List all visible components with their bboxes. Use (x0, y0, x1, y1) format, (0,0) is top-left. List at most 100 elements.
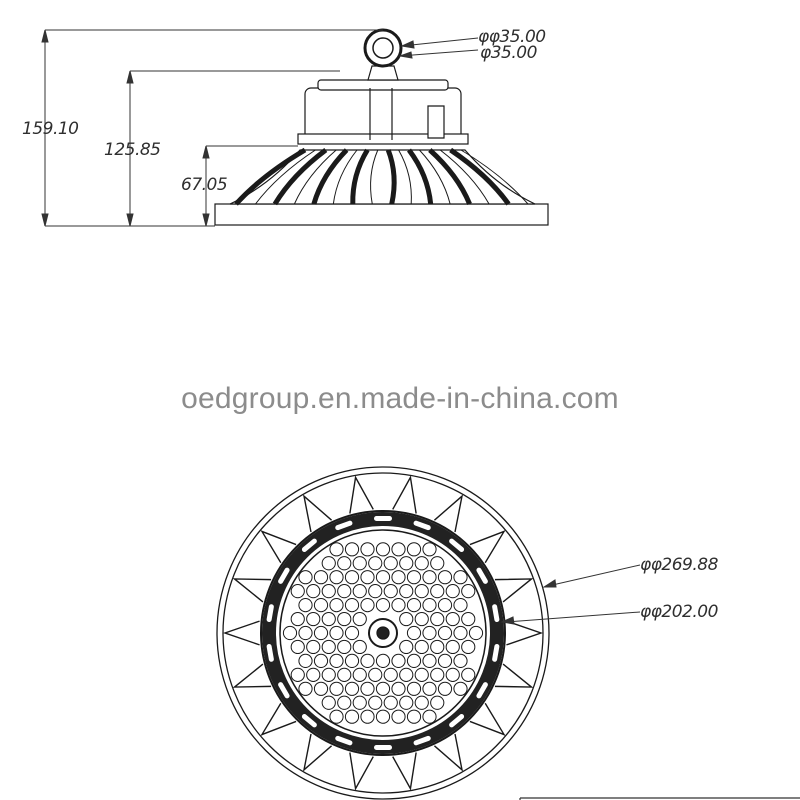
lens-slot-opening (449, 538, 465, 552)
ring-neck (367, 65, 399, 81)
led-lens (375, 542, 391, 557)
heatsink-height-label: 67.05 (181, 175, 227, 195)
led-lens (375, 681, 391, 696)
led-lens (360, 653, 375, 669)
heatsink-fins (229, 149, 536, 205)
led-lens (360, 709, 375, 724)
heatsink-spikes (222, 475, 544, 791)
led-lens (368, 584, 383, 599)
heatsink-spike (392, 475, 417, 514)
led-lens (414, 695, 429, 710)
led-lens (321, 611, 336, 627)
led-lens (306, 667, 321, 682)
led-lens (430, 611, 445, 627)
led-lens (290, 639, 305, 655)
led-lens (337, 667, 352, 682)
led-lens (406, 625, 422, 641)
led-lens (437, 681, 453, 696)
led-lens (399, 556, 414, 571)
led-lens (337, 695, 352, 710)
led-lens (321, 556, 336, 571)
diameter-leaders (500, 564, 641, 625)
heatsink-spike (260, 702, 297, 736)
led-lens (391, 542, 406, 557)
lens-slot-opening (413, 735, 431, 746)
led-lens (445, 611, 460, 627)
heatsink-fin (439, 149, 490, 205)
led-lens (422, 681, 437, 696)
lens-slot (449, 714, 465, 728)
body-height-label: 125.85 (104, 140, 160, 160)
led-lens (399, 667, 414, 682)
led-lens (399, 584, 414, 599)
led-lens (313, 570, 329, 585)
led-lens (391, 598, 406, 613)
heatsink-spike (302, 733, 333, 772)
led-lens (391, 681, 406, 696)
lens-slot-opening (492, 604, 500, 623)
led-lens (344, 653, 360, 669)
led-lens (329, 542, 344, 557)
heatsink-fin (350, 148, 370, 205)
led-lens (461, 639, 476, 655)
lens-slot (301, 538, 317, 552)
led-lens (352, 639, 367, 655)
led-lens (399, 611, 414, 627)
heatsink-fin (398, 149, 412, 205)
heatsink-fin (385, 149, 397, 205)
led-lens (383, 695, 398, 710)
outer-diameter-label: φφ269.88 (640, 555, 719, 575)
led-lens (352, 584, 367, 599)
led-lens (321, 667, 336, 682)
led-lens (414, 611, 429, 627)
lens-slot (278, 567, 290, 584)
lens-slot (413, 520, 431, 531)
led-lens (290, 584, 305, 599)
heatsink-fin (234, 147, 307, 206)
heatsink-fin (449, 147, 511, 206)
side-view-drawing (214, 28, 549, 226)
led-lens (422, 709, 437, 724)
led-lens (414, 639, 429, 655)
heatsink-spike (433, 733, 464, 772)
heatsink-spike (232, 578, 272, 603)
led-lens (422, 625, 437, 641)
led-lens (406, 653, 422, 669)
lens-slot-opening (413, 520, 431, 531)
led-lens (461, 611, 476, 627)
lens-slot (476, 682, 488, 699)
lens-slot-opening (266, 643, 274, 662)
led-array (282, 542, 484, 724)
led-lens (453, 598, 468, 613)
led-lens (313, 653, 329, 669)
led-lens (321, 639, 336, 655)
lens-slot (413, 735, 431, 746)
led-lens (368, 695, 383, 710)
led-lens (406, 681, 422, 696)
led-lens (329, 570, 344, 585)
bottom-view-drawing (216, 466, 550, 800)
lens-slot (492, 643, 500, 662)
led-lens (375, 653, 391, 669)
heatsink-spike (494, 663, 534, 688)
led-lens (422, 653, 437, 669)
led-lens (298, 681, 313, 696)
led-lens (306, 639, 321, 655)
overall-height-label: 159.10 (22, 119, 78, 139)
heatsink-spike (349, 752, 374, 791)
led-lens (399, 639, 414, 655)
lens-ring-inner (279, 529, 487, 737)
heatsink-fin (255, 149, 316, 205)
led-lens (430, 556, 445, 571)
heatsink-spike (433, 494, 464, 533)
lens-slot-opening (374, 745, 392, 750)
led-lens (344, 681, 360, 696)
heatsink-spike (349, 475, 374, 514)
led-lens (360, 598, 375, 613)
led-lens (445, 639, 460, 655)
ring-inner-diameter-label: φ35.00 (480, 43, 537, 63)
led-lens (298, 653, 313, 669)
led-lens (437, 570, 453, 585)
led-lens (430, 667, 445, 682)
led-lens (445, 667, 460, 682)
